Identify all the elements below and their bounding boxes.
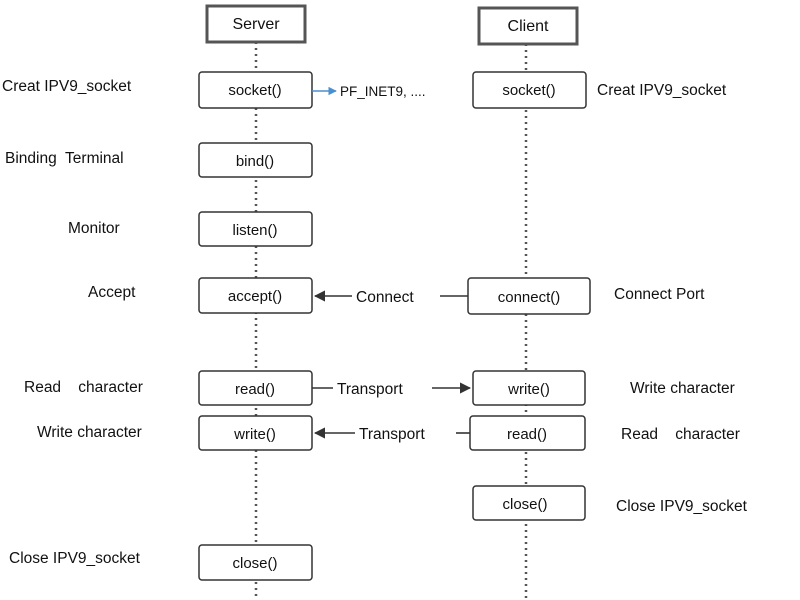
- right-read-character-label: Read character: [621, 426, 740, 443]
- right-close-socket-label: Close IPV9_socket: [616, 498, 748, 515]
- left-accept-label: Accept: [88, 284, 136, 301]
- server-write-label: write(): [233, 426, 276, 443]
- client-close-label: close(): [502, 496, 547, 513]
- client-connect-label: connect(): [498, 289, 561, 306]
- server-close-label: close(): [232, 555, 277, 572]
- left-close-socket-label: Close IPV9_socket: [9, 550, 141, 567]
- left-monitor-label: Monitor: [68, 220, 120, 237]
- client-close-box: [472, 485, 586, 521]
- client-header-box: [477, 6, 579, 46]
- right-connect-port-label: Connect Port: [614, 286, 705, 303]
- client-header-label: Client: [508, 18, 549, 35]
- server-close-box: [198, 544, 313, 581]
- transport-2-label: Transport: [359, 426, 425, 443]
- server-socket-label: socket(): [228, 82, 281, 99]
- server-read-label: read(): [235, 381, 275, 398]
- client-write-box: [472, 370, 586, 406]
- server-bind-label: bind(): [236, 153, 274, 170]
- server-listen-label: listen(): [232, 222, 277, 239]
- server-socket-box: [198, 71, 313, 109]
- left-creat-socket-label: Creat IPV9_socket: [2, 78, 132, 95]
- server-header-label: Server: [232, 16, 280, 33]
- server-listen-box: [198, 211, 313, 247]
- right-write-character-label: Write character: [630, 380, 735, 397]
- pf-inet9-label: PF_INET9, ....: [340, 84, 426, 99]
- server-write-box: [198, 415, 313, 451]
- left-read-character-label: Read character: [24, 379, 143, 396]
- left-write-character-label: Write character: [37, 424, 142, 441]
- server-bind-box: [198, 142, 313, 178]
- client-read-label: read(): [507, 426, 547, 443]
- left-binding-terminal-label: Binding Terminal: [5, 150, 124, 167]
- transport-1-label: Transport: [337, 381, 403, 398]
- client-socket-label: socket(): [502, 82, 555, 99]
- server-accept-box: [198, 277, 313, 314]
- client-socket-box: [472, 71, 587, 109]
- client-write-label: write(): [507, 381, 550, 398]
- server-accept-label: accept(): [228, 288, 282, 305]
- connect-arrow-label: Connect: [356, 289, 414, 306]
- server-header-box: [205, 4, 307, 44]
- right-creat-socket-label: Creat IPV9_socket: [597, 82, 727, 99]
